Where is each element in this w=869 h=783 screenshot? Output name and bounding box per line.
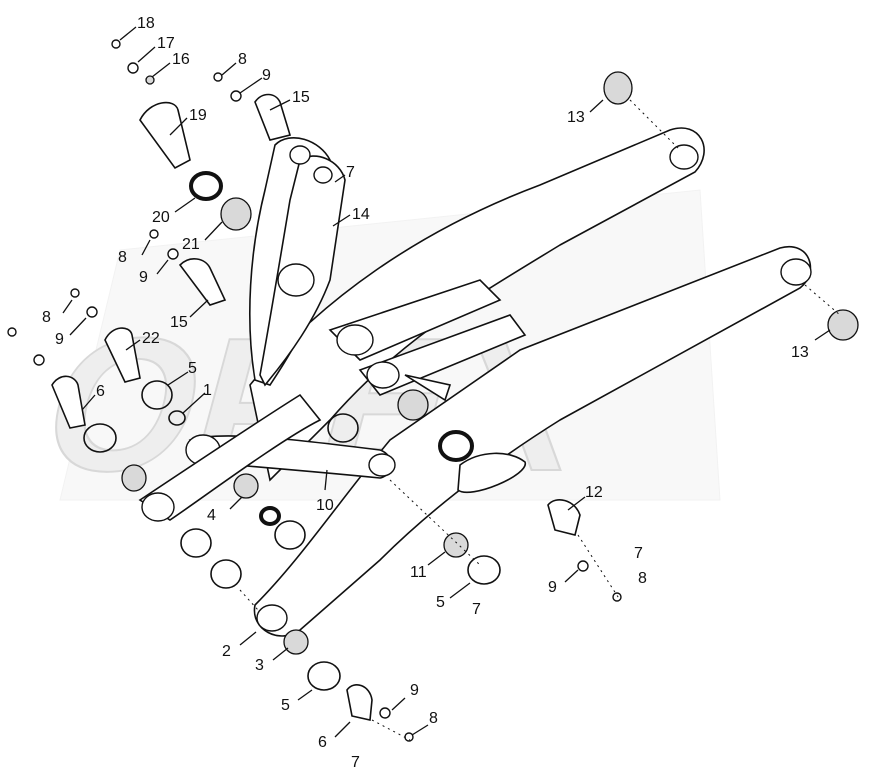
bushings-and-rings [83,71,859,691]
callout-22: 22 [142,330,160,347]
callout-10: 10 [316,497,334,514]
callout-9-top: 9 [262,67,271,84]
lower-arm-end [138,393,322,522]
callout-6-bottom: 6 [318,734,327,751]
callout-8-bottom: 8 [429,710,438,727]
assembly-axes [239,99,841,741]
callout-9-left: 9 [55,331,64,348]
callout-leaders [62,26,831,738]
callout-13-top: 13 [567,109,585,126]
callout-1: 1 [203,382,212,399]
bellcrank [248,136,346,387]
callout-8-right: 8 [638,570,647,587]
callout-5-top: 5 [188,360,197,377]
callout-9-right: 9 [548,579,557,596]
callout-2: 2 [222,643,231,660]
callout-5-mid: 5 [436,594,445,611]
bolts-and-washers [7,39,622,742]
callout-8-top: 8 [238,51,247,68]
callout-6-left: 6 [96,383,105,400]
callout-15-mid: 15 [170,314,188,331]
callout-8-left: 8 [42,309,51,326]
callout-14: 14 [352,206,370,223]
callout-7-bottom: 7 [351,754,360,771]
callout-9-bottom: 9 [410,682,419,699]
callout-15-top: 15 [292,89,310,106]
callout-21: 21 [182,236,200,253]
mount-plate [457,452,526,493]
callout-18: 18 [137,15,155,32]
right-lift-arm [249,127,705,482]
callout-20: 20 [152,209,170,226]
callout-7-right: 7 [634,545,643,562]
callout-12: 12 [585,484,603,501]
callout-16: 16 [172,51,190,68]
callout-labels: 18 17 16 8 9 15 19 13 7 14 20 21 8 9 15 … [42,15,809,771]
callout-4: 4 [207,507,216,524]
callout-8-mid: 8 [118,249,127,266]
callout-7-top: 7 [346,164,355,181]
callout-13-right: 13 [791,344,809,361]
pins [51,93,581,721]
callout-17: 17 [157,35,175,52]
cross-tube [328,279,527,402]
callout-9-mid: 9 [139,269,148,286]
callout-5-bottom: 5 [281,697,290,714]
callout-11: 11 [410,564,427,581]
callout-7-mid: 7 [472,601,481,618]
callout-3: 3 [255,657,264,674]
callout-19: 19 [189,107,207,124]
